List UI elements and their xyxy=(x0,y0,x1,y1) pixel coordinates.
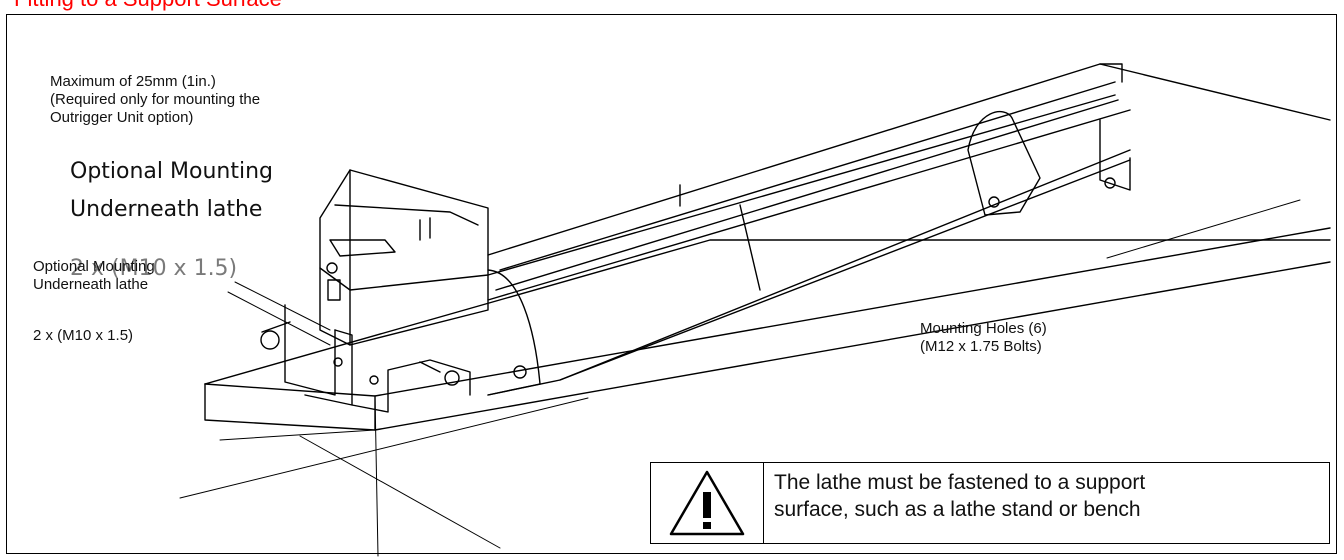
warning-icon-cell xyxy=(651,463,764,543)
optional-mounting-label-small: Optional Mounting xyxy=(33,258,155,275)
bed-feet xyxy=(487,110,1131,396)
support-surface xyxy=(204,63,1331,431)
optional-mounting-label-large: Optional Mounting xyxy=(70,159,273,184)
max-mount-note-line2: (Required only for mounting the xyxy=(50,91,261,108)
headstock-leg xyxy=(260,304,471,413)
underneath-lathe-label-small: Underneath lathe xyxy=(33,276,149,293)
max-mount-note-line3: Outrigger Unit option) xyxy=(50,109,194,126)
warning-notice: The lathe must be fastened to a support … xyxy=(650,462,1330,544)
warning-text-line1: The lathe must be fastened to a support xyxy=(774,471,1146,494)
diagram-frame xyxy=(6,14,1337,554)
bolt-spec-label: 2 x (M10 x 1.5) xyxy=(33,327,134,344)
warning-text-line2: surface, such as a lathe stand or bench xyxy=(774,498,1141,521)
mounting-holes-label: Mounting Holes (6) xyxy=(920,320,1047,337)
construction-lines xyxy=(179,199,1301,557)
max-mount-note-line1: Maximum of 25mm (1in.) xyxy=(50,73,216,90)
page-title: Fitting to a Support Surface xyxy=(14,0,282,12)
underneath-lathe-label-large: Underneath lathe xyxy=(70,197,263,222)
mounting-bolts-label: (M12 x 1.75 Bolts) xyxy=(920,338,1042,355)
warning-text: The lathe must be fastened to a support … xyxy=(764,463,1155,543)
bolt-spec-ghost-label: 2 x (M10 x 1.5) xyxy=(70,256,238,281)
warning-triangle-icon xyxy=(669,470,745,536)
headstock-unit xyxy=(319,169,489,346)
